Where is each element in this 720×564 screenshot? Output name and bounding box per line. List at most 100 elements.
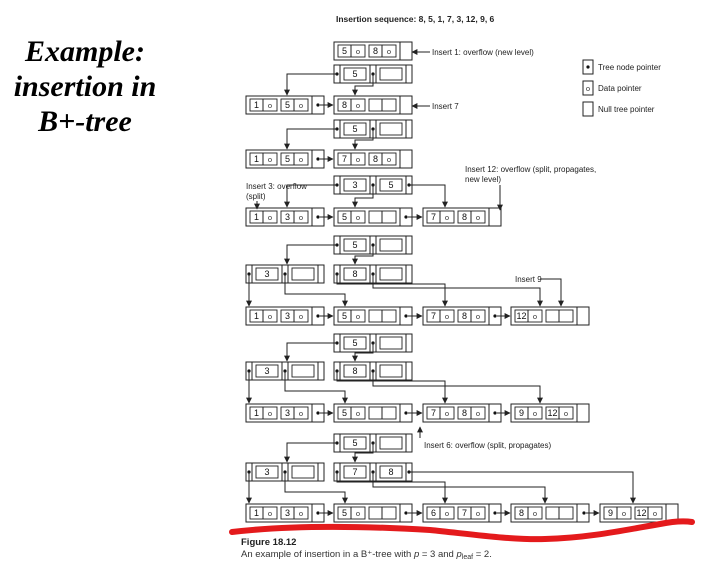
figure-number: Figure 18.12 — [241, 537, 296, 548]
internal-key-cell — [379, 267, 403, 281]
leaf-key: 12 — [516, 311, 526, 321]
internal-key-cell — [379, 122, 403, 136]
data-pointer-symbol: o — [533, 312, 537, 321]
internal-key-cell — [379, 178, 403, 192]
internal-key: 3 — [352, 180, 357, 190]
internal-key-cell — [379, 436, 403, 450]
internal-key-cell — [343, 122, 367, 136]
leaf-key: 8 — [373, 46, 378, 56]
leaf-key: 3 — [285, 508, 290, 518]
internal-key: 5 — [352, 124, 357, 134]
leaf-key: 1 — [254, 408, 259, 418]
data-pointer-symbol: o — [356, 312, 360, 321]
leaf-key: 1 — [254, 154, 259, 164]
data-pointer-symbol: o — [387, 155, 391, 164]
legend: Tree node pointer o Data pointer Null tr… — [582, 59, 661, 117]
leaf-key: 3 — [285, 311, 290, 321]
internal-key: 3 — [264, 366, 269, 376]
leaf-key: 7 — [462, 508, 467, 518]
legend-data-pointer-label: Data pointer — [598, 84, 642, 93]
internal-key: 5 — [388, 180, 393, 190]
internal-key-cell — [291, 364, 315, 378]
internal-key-cell — [379, 336, 403, 350]
leaf-key: 5 — [342, 408, 347, 418]
internal-step5-a: 3 — [245, 264, 325, 284]
internal-key: 8 — [352, 366, 357, 376]
data-pointer-symbol: o — [299, 509, 303, 518]
internal-key-cell — [291, 465, 315, 479]
internal-key: 5 — [352, 438, 357, 448]
data-pointer-symbol: o — [299, 155, 303, 164]
internal-key-cell — [291, 267, 315, 281]
data-pointer-symbol: o — [356, 155, 360, 164]
data-pointer-symbol: o — [268, 155, 272, 164]
leaf-key: 7 — [431, 212, 436, 222]
data-pointer-symbol: o — [356, 213, 360, 222]
leaf-key: 5 — [285, 154, 290, 164]
internal-key-cell — [255, 364, 279, 378]
annotation-insert-1: Insert 1: overflow (new level) — [432, 48, 534, 57]
leaf-key: 8 — [373, 154, 378, 164]
legend-tree-pointer-label: Tree node pointer — [598, 63, 661, 72]
internal-key-cell — [343, 364, 367, 378]
leaf-step5-d: 12 o — [510, 306, 590, 326]
data-pointer-symbol: o — [299, 101, 303, 110]
slide-title-line: Example: — [25, 35, 145, 68]
leaf-key: 7 — [431, 311, 436, 321]
slide-title-line: insertion in — [13, 70, 157, 103]
internal-key-cell — [343, 238, 367, 252]
internal-key-cell — [343, 465, 367, 479]
annotation-insert-9: Insert 9 — [515, 275, 542, 284]
internal-key-cell — [343, 336, 367, 350]
data-pointer-symbol: o — [653, 509, 657, 518]
data-pointer-symbol: o — [268, 312, 272, 321]
leaf-key: 5 — [342, 508, 347, 518]
slide-title: Example: insertion in B+-tree — [0, 34, 170, 139]
data-pointer-symbol: o — [476, 509, 480, 518]
internal-key-cell — [343, 436, 367, 450]
annotation-insert-7: Insert 7 — [432, 102, 459, 111]
red-underline-mark — [229, 518, 695, 543]
leaf-key: 8 — [519, 508, 524, 518]
internal-key: 3 — [264, 467, 269, 477]
internal-key: 8 — [388, 467, 393, 477]
internal-key: 5 — [352, 338, 357, 348]
internal-key-cell — [255, 465, 279, 479]
annotation-insert-6: Insert 6: overflow (split, propagates) — [424, 441, 552, 450]
data-pointer-symbol: o — [445, 409, 449, 418]
data-pointer-symbol: o — [445, 312, 449, 321]
internal-key: 7 — [352, 467, 357, 477]
leaf-key: 12 — [547, 408, 557, 418]
data-pointer-symbol: o — [356, 101, 360, 110]
leaf-key: 7 — [431, 408, 436, 418]
leaf-key: 6 — [431, 508, 436, 518]
annotation-insert-3-line1: Insert 3: overflow — [246, 182, 307, 191]
annotation-insert-12-line1: Insert 12: overflow (split, propagates, — [465, 165, 596, 174]
leaf-key: 3 — [285, 212, 290, 222]
data-pointer-symbol: o — [268, 409, 272, 418]
data-pointer-symbol: o — [268, 509, 272, 518]
data-pointer-symbol: o — [564, 409, 568, 418]
legend-null-pointer-label: Null tree pointer — [598, 105, 655, 114]
data-pointer-symbol: o — [533, 509, 537, 518]
internal-key-cell — [379, 238, 403, 252]
internal-key-cell — [343, 267, 367, 281]
data-pointer-symbol: o — [356, 509, 360, 518]
internal-key: 8 — [352, 269, 357, 279]
leaf-key: 5 — [342, 46, 347, 56]
